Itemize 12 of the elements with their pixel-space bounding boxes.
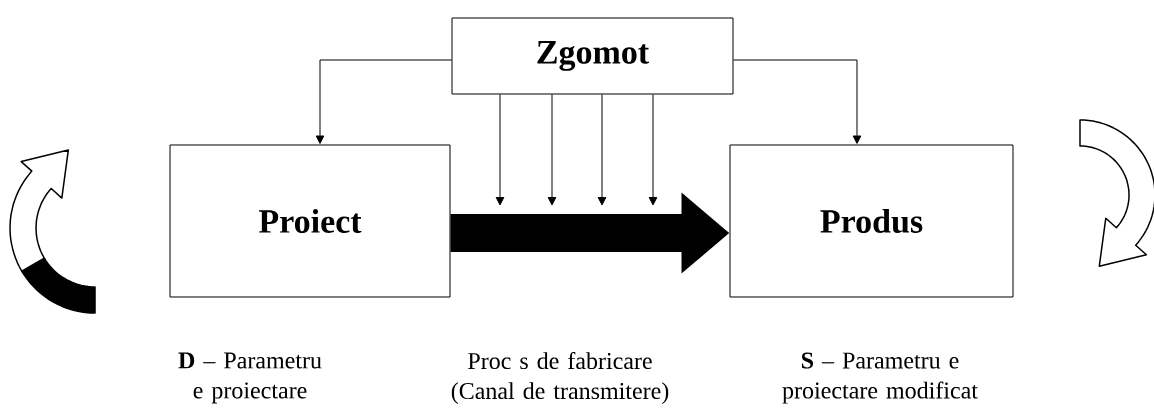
arrow [648,94,658,206]
process-box: Zgomot [451,17,734,95]
arrow [547,94,557,206]
caption-text: D – Parametru e proiectare [178,352,322,404]
arrow [597,94,607,206]
caption-text: S – Parametru e proiectare modificat [782,352,978,404]
process-box: Proiect [169,144,451,298]
arrow [733,59,862,144]
process-box: Produs [729,144,1014,298]
arrow [495,94,505,206]
arrow [315,59,452,144]
caption-text: Proc s de fabricare (Canal de transmitere) [451,352,669,404]
